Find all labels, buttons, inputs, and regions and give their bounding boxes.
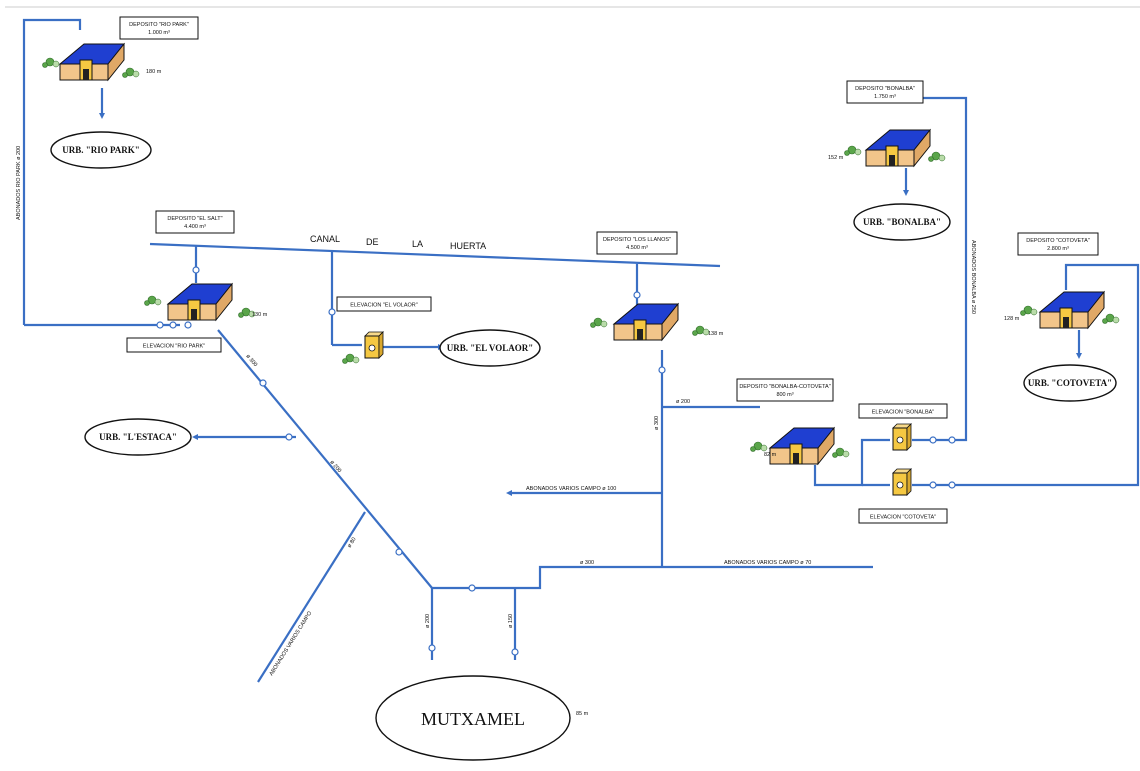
svg-text:180 m: 180 m [146,69,162,75]
valve-icon [511,648,519,656]
svg-text:LA: LA [412,239,423,249]
svg-text:DEPOSITO "LOS LLANOS": DEPOSITO "LOS LLANOS" [603,237,671,243]
tank-el-salt [144,283,256,321]
svg-text:ø 300: ø 300 [654,416,660,430]
pump-cotoveta [892,468,912,496]
urb-el-volaor: URB. "EL VOLAOR" [439,329,541,367]
valve-icon [929,436,937,444]
canal-label: CANAL DE LA HUERTA [310,234,486,251]
pump-el-volaor [342,331,384,364]
svg-text:82 m: 82 m [764,452,777,458]
svg-text:URB. "EL VOLAOR": URB. "EL VOLAOR" [447,343,533,353]
svg-text:DEPOSITO "EL SALT": DEPOSITO "EL SALT" [167,216,222,222]
svg-text:DEPOSITO "BONALBA": DEPOSITO "BONALBA" [855,86,915,92]
svg-text:DE: DE [366,237,379,247]
valve-icon [948,481,956,489]
label-elevacion-cotoveta: ELEVACION "COTOVETA" [858,508,948,524]
elevation-marks: 180 m 130 m 138 m 152 m 128 m 82 m 85 m [146,69,1020,717]
label-deposito-cotoveta: DEPOSITO "COTOVETA" 2.800 m³ [1017,232,1099,256]
svg-text:ABONADOS VARIOS CAMPO ø 70: ABONADOS VARIOS CAMPO ø 70 [724,560,811,566]
svg-text:ELEVACION "EL VOLAOR": ELEVACION "EL VOLAOR" [350,303,418,309]
valve-icon [468,584,476,592]
canal-huerta-line [149,242,721,268]
svg-text:ELEVACION "BONALBA": ELEVACION "BONALBA" [872,410,935,416]
valve-icon [428,644,436,652]
svg-text:128 m: 128 m [1004,316,1020,322]
svg-text:ABONADOS VARIOS CAMPO: ABONADOS VARIOS CAMPO [269,610,314,677]
valve-icon [633,291,641,299]
svg-text:4.400 m³: 4.400 m³ [184,224,206,230]
svg-text:ABONADOS RIO PARK ø 200: ABONADOS RIO PARK ø 200 [16,146,22,220]
valve-icon [184,321,192,329]
pipe-rio-park-feed [22,18,82,325]
pump-bonalba [892,423,912,451]
label-deposito-bonalba: DEPOSITO "BONALBA" 1.750 m³ [846,80,924,104]
svg-text:ø 150: ø 150 [508,614,514,628]
svg-text:800 m³: 800 m³ [776,392,793,398]
urb-l-estaca: URB. "L'ESTACA" [84,418,192,456]
svg-text:ABONADOS VARIOS CAMPO ø 100: ABONADOS VARIOS CAMPO ø 100 [526,486,616,492]
svg-text:2.800 m³: 2.800 m³ [1047,246,1069,252]
svg-text:URB. "COTOVETA": URB. "COTOVETA" [1028,378,1112,388]
svg-text:ELEVACION "RIO PARK": ELEVACION "RIO PARK" [143,344,205,350]
svg-text:1.750 m³: 1.750 m³ [874,94,896,100]
tank-bonalba-cotoveta [750,427,850,465]
valve-icon [948,436,956,444]
valve-icon [658,366,666,374]
urb-bonalba: URB. "BONALBA" [853,203,951,241]
svg-text:URB. "RIO PARK": URB. "RIO PARK" [62,145,140,155]
svg-text:ø 80: ø 80 [347,537,358,550]
tank-bonalba [844,129,946,167]
valve-icon [192,266,200,274]
label-elevacion-el-volaor: ELEVACION "EL VOLAOR" [336,296,432,312]
valve-icon [169,321,177,329]
pipe-cotoveta-feed [912,263,1140,487]
label-elevacion-rio-park: ELEVACION "RIO PARK" [126,337,222,353]
tank-cotoveta [1020,291,1120,329]
svg-text:ELEVACION "COTOVETA": ELEVACION "COTOVETA" [870,515,936,521]
pipe-varios-sw [257,511,366,683]
svg-text:138 m: 138 m [708,331,724,337]
valve-icon [285,433,293,441]
label-elevacion-bonalba: ELEVACION "BONALBA" [858,403,948,419]
svg-text:130 m: 130 m [252,312,268,318]
town-mutxamel: MUTXAMEL [375,675,571,761]
label-deposito-rio-park: DEPOSITO "RIO PARK" 1.000 m³ [119,16,199,40]
svg-text:152 m: 152 m [828,155,844,161]
svg-text:URB. "BONALBA": URB. "BONALBA" [863,217,941,227]
svg-text:ø 200: ø 200 [676,399,690,405]
valves [156,266,956,656]
urb-cotoveta: URB. "COTOVETA" [1023,364,1117,402]
pipe-salt-main [217,329,433,589]
svg-text:ø 200: ø 200 [425,614,431,628]
tank-los-llanos [590,303,710,341]
svg-text:1.000 m³: 1.000 m³ [148,30,170,36]
svg-text:DEPOSITO "COTOVETA": DEPOSITO "COTOVETA" [1026,238,1090,244]
svg-text:ABONADOS BONALBA ø 250: ABONADOS BONALBA ø 250 [970,240,976,314]
label-deposito-el-salt: DEPOSITO "EL SALT" 4.400 m³ [155,210,235,234]
pipe-network [22,18,1140,683]
valve-icon [929,481,937,489]
valve-icon [259,379,267,387]
label-deposito-bonalba-cotoveta: DEPOSITO "BONALBA-COTOVETA" 800 m³ [736,378,834,402]
valve-icon [156,321,164,329]
valve-icon [328,308,336,316]
svg-text:4.500 m³: 4.500 m³ [626,245,648,251]
svg-text:MUTXAMEL: MUTXAMEL [421,709,525,729]
pipe-main-300 [432,565,873,590]
svg-text:DEPOSITO "BONALBA-COTOVETA": DEPOSITO "BONALBA-COTOVETA" [739,384,830,390]
tank-rio-park [42,43,140,81]
label-deposito-los-llanos: DEPOSITO "LOS LLANOS" 4.500 m³ [596,231,678,255]
svg-text:DEPOSITO "RIO PARK": DEPOSITO "RIO PARK" [129,22,189,28]
svg-text:ø 300: ø 300 [580,560,594,566]
urb-rio-park: URB. "RIO PARK" [50,131,152,169]
svg-text:CANAL: CANAL [310,234,340,244]
svg-text:HUERTA: HUERTA [450,241,486,251]
svg-text:85 m: 85 m [576,711,589,717]
valve-icon [395,548,403,556]
svg-text:URB. "L'ESTACA": URB. "L'ESTACA" [99,432,177,442]
pipe-bonalba-feed [905,96,968,442]
